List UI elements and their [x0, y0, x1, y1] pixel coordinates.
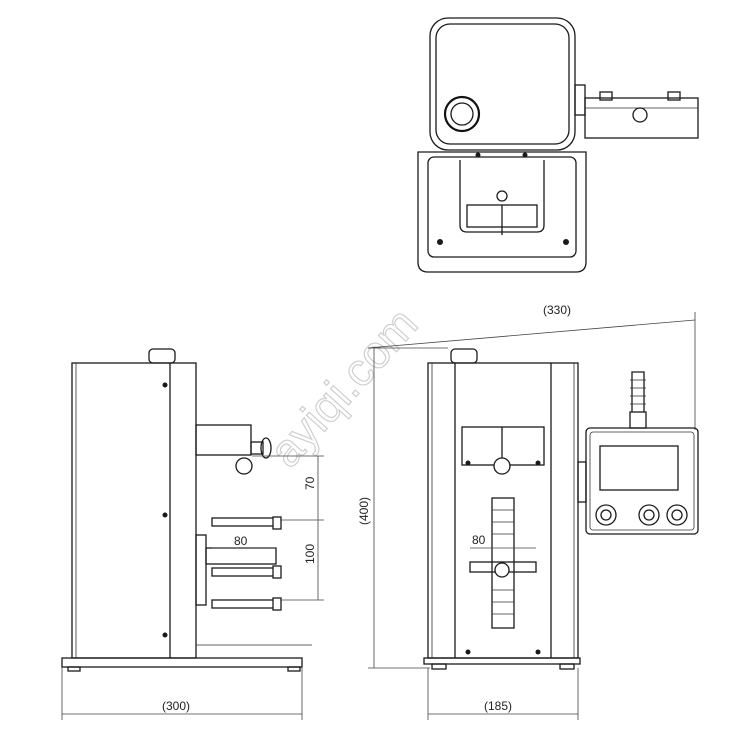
dim-80-side-label: 80: [234, 534, 248, 548]
front-view-clamp-knob: [494, 562, 510, 578]
side-view: [61, 348, 312, 672]
front-view-lower-column: [491, 497, 515, 629]
side-view-foot-1: [67, 666, 81, 672]
side-view-pin-3: [211, 599, 275, 609]
top-view-knob-a: [599, 91, 613, 101]
side-view-dimensions: 70 100 80 (300): [61, 455, 324, 720]
side-view-pin-2: [211, 567, 275, 577]
dim-80-front-label: 80: [472, 533, 486, 547]
side-view-jaw: [205, 547, 277, 565]
watermark-text: ayiqi.com: [259, 298, 428, 477]
dim-185-label: (185): [484, 699, 512, 713]
top-view-controller: [584, 97, 699, 139]
top-view: [417, 17, 699, 273]
controller-button-2-inner: [643, 509, 655, 521]
front-view: 80: [423, 348, 699, 670]
top-view-housing: [429, 17, 576, 151]
side-view-knob: [260, 437, 272, 459]
cable-connector-base: [629, 411, 647, 429]
controller-button-1-inner: [600, 509, 612, 521]
side-view-body: [71, 362, 197, 659]
controller-button-3-inner: [671, 509, 683, 521]
top-view-knob-inner: [450, 102, 474, 126]
side-view-knob-stem: [250, 441, 264, 455]
top-view-cable-nut: [632, 107, 648, 123]
dim-330-label: (330): [543, 303, 571, 317]
side-view-foot-2: [287, 666, 301, 672]
side-view-pin-nut-2: [272, 565, 282, 579]
front-view-screw-1: [465, 460, 471, 466]
dim-330-line: [367, 319, 696, 349]
controller-display: [599, 445, 679, 491]
top-view-bracket: [574, 84, 586, 116]
top-view-clamp-screw: [496, 190, 508, 202]
front-view-screw-2: [535, 460, 541, 466]
top-view-knob-outer: [443, 95, 481, 133]
front-view-foot-1: [431, 663, 447, 670]
controller-button-2: [638, 504, 660, 526]
front-view-screw-4: [535, 649, 541, 655]
dim-300-label: (300): [162, 699, 190, 713]
top-view-base-inner: [427, 156, 577, 258]
dim-100-label: 100: [303, 544, 317, 564]
top-view-housing-inner: [435, 23, 570, 145]
top-view-screw-4: [522, 152, 528, 158]
top-view-screw-2: [563, 239, 569, 245]
front-view-cap: [450, 348, 478, 364]
front-view-bracket: [577, 461, 587, 503]
front-view-upper-ball: [493, 457, 511, 475]
side-view-upper-ball: [235, 457, 253, 475]
front-view-dimensions: (400) (185): [357, 347, 579, 720]
side-view-pin-nut-1: [272, 516, 282, 530]
top-view-screw-3: [475, 152, 481, 158]
side-view-screw-3: [162, 632, 168, 638]
controller-button-3: [666, 504, 688, 526]
front-view-controller-inner: [589, 431, 695, 531]
dim-400-label: (400): [357, 497, 371, 525]
side-view-plate: [195, 534, 207, 606]
side-view-cap: [148, 348, 176, 364]
side-view-screw-1: [162, 382, 168, 388]
side-view-pin-nut-3: [272, 597, 282, 611]
side-view-base: [61, 657, 303, 668]
side-view-upper-arm: [195, 424, 252, 456]
controller-button-1: [595, 504, 617, 526]
cable-strain-relief: [631, 371, 645, 412]
front-view-foot-2: [559, 663, 575, 670]
watermark: ayiqi.com: [258, 297, 428, 477]
front-view-screw-3: [465, 649, 471, 655]
side-view-pin-1: [211, 517, 275, 527]
front-view-base: [423, 657, 581, 665]
dim-70-label: 70: [303, 476, 317, 490]
side-view-screw-2: [162, 512, 168, 518]
top-view-screw-1: [437, 239, 443, 245]
dimension-330: (330): [367, 303, 696, 430]
top-view-base: [417, 151, 587, 273]
top-view-knob-b: [667, 91, 681, 101]
